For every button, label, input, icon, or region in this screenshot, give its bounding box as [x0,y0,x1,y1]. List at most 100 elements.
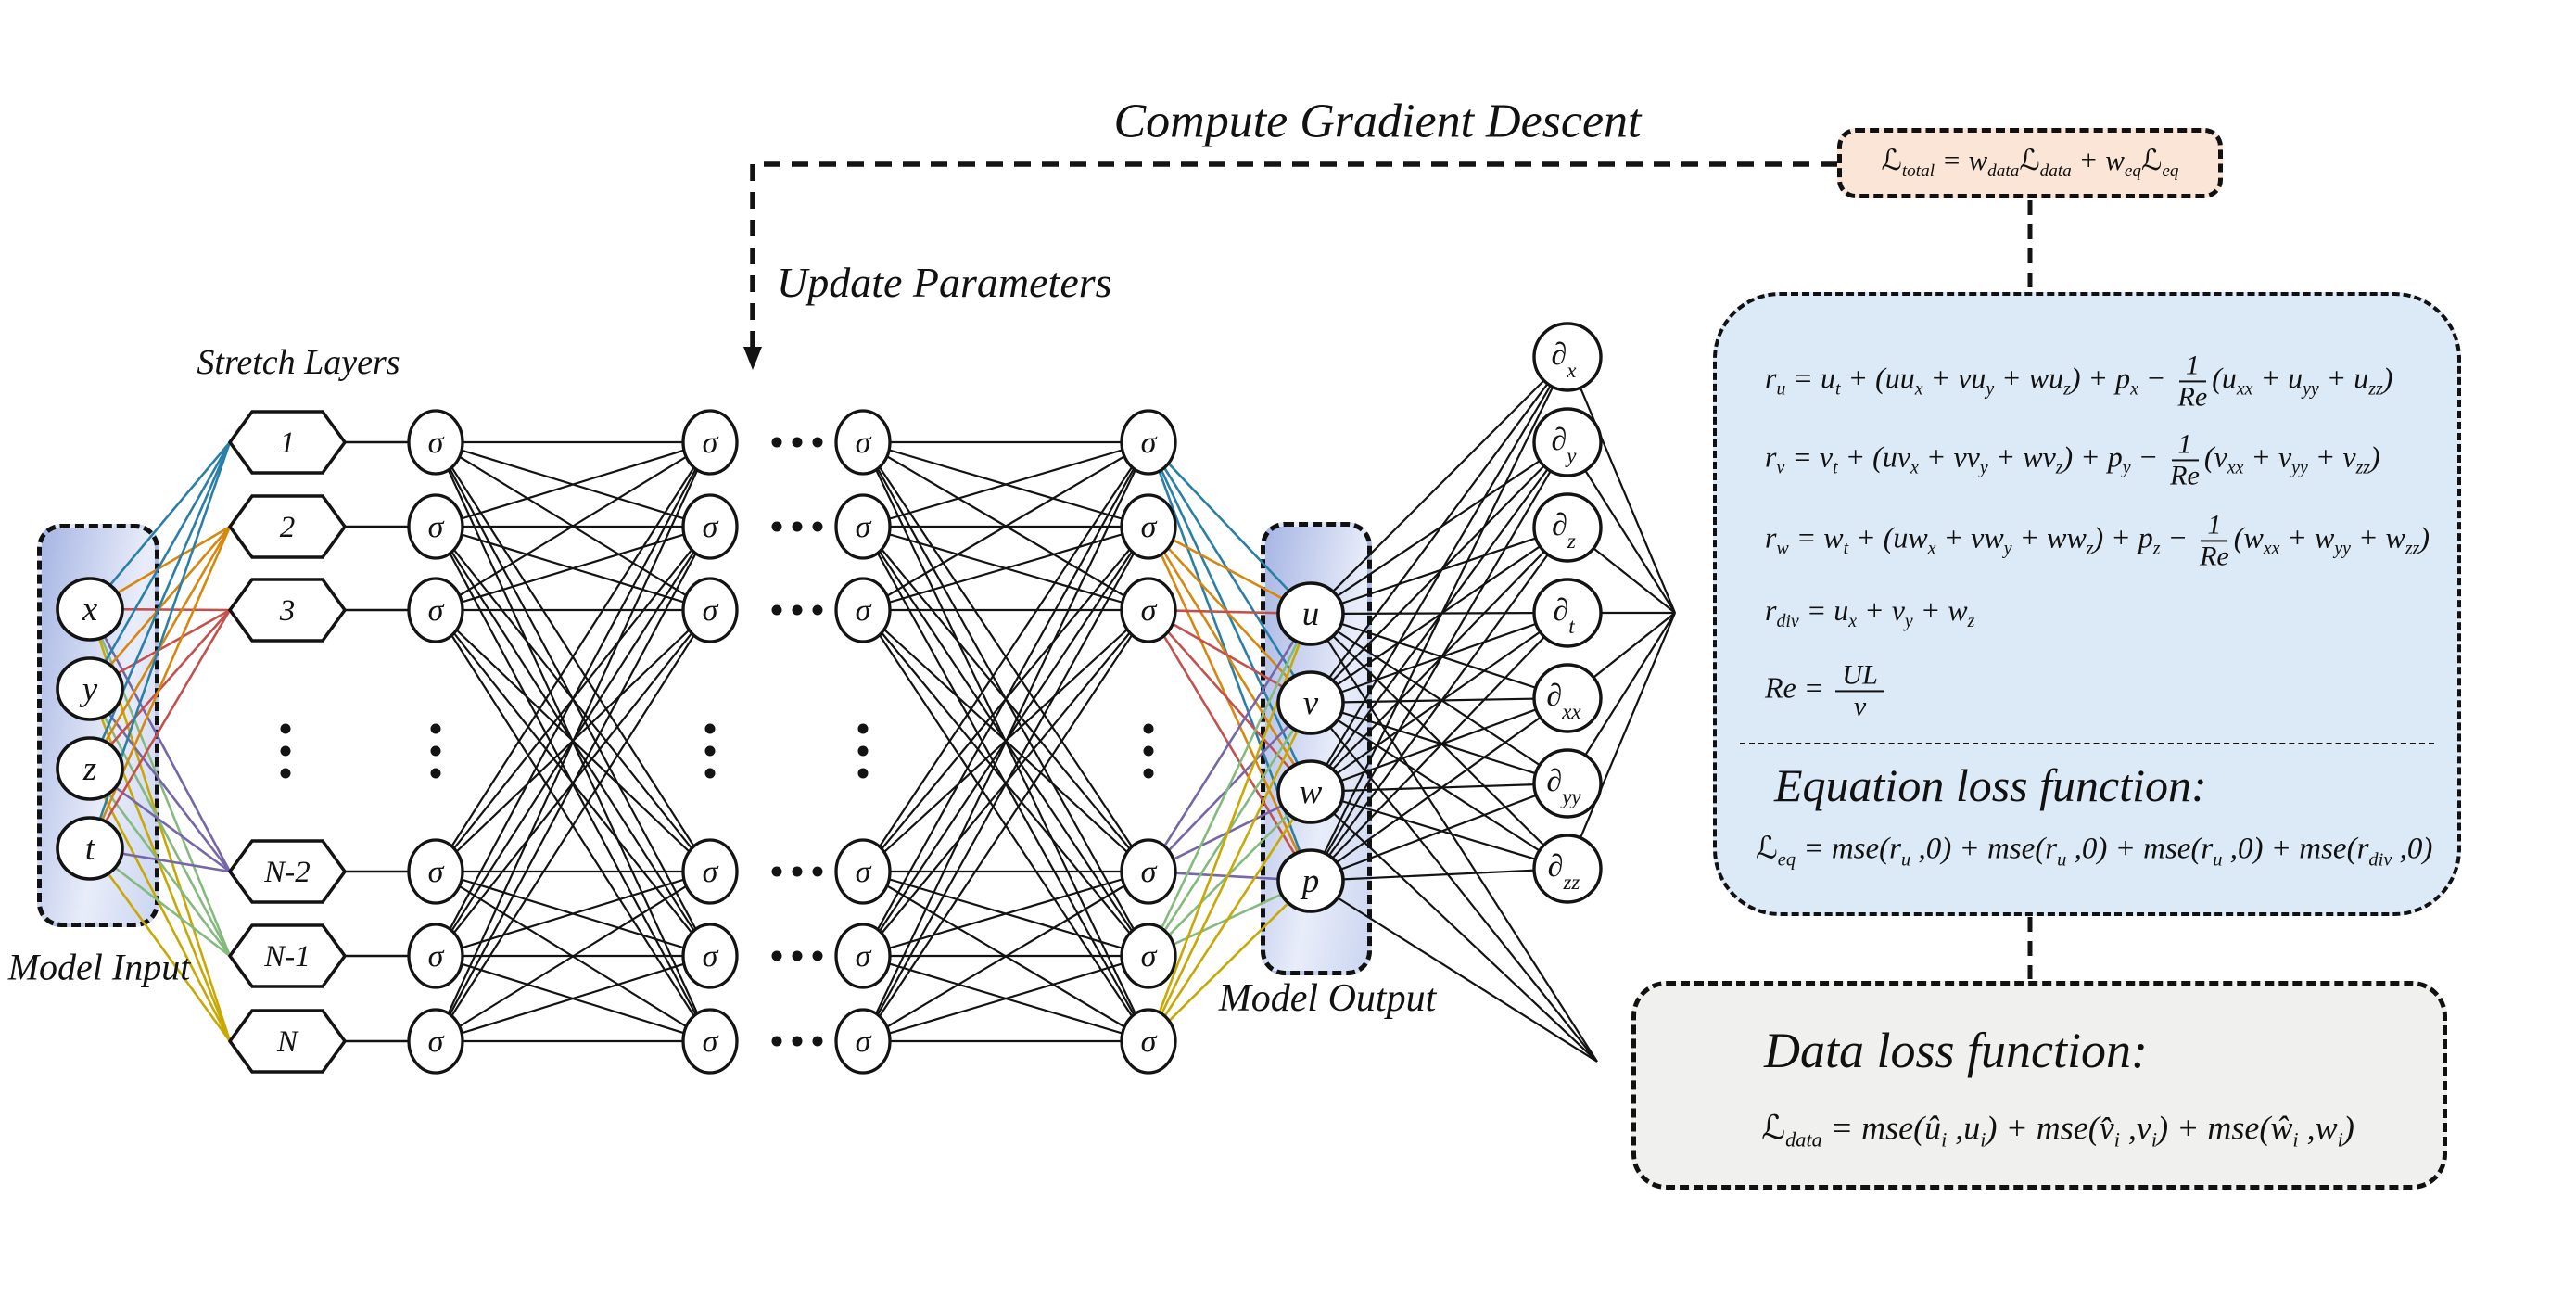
svg-text:u: u [1302,595,1320,633]
equation-loss-heading: Equation loss function: [1774,759,2207,811]
svg-text:σ: σ [703,593,719,628]
svg-text:N-2: N-2 [263,856,311,889]
svg-text:σ: σ [1141,939,1158,974]
svg-text:2: 2 [280,511,296,544]
derivative-node-dz: ∂z [1532,492,1603,563]
activation-node: σ [681,409,739,476]
svg-text:N-1: N-1 [263,940,311,974]
svg-text:σ: σ [703,426,719,460]
hidden-layer-edges-1 [434,440,712,1043]
total-loss-formula: ℒtotal = wdataℒdata + weqℒeq [1881,144,2179,182]
input-nodes: x y z t [56,577,124,881]
svg-text:y: y [79,670,98,708]
activation-node: σ [681,1008,739,1075]
derivative-node-dxx: ∂xx [1532,663,1603,733]
data-loss-formula: ℒdata = mse(ûi ,ui) + mse(v̂i ,vi) + mse… [1761,1109,2354,1152]
output-nodes: uvw p [1276,581,1345,913]
svg-text:σ: σ [703,1024,719,1059]
svg-text:σ: σ [428,855,445,889]
svg-text:σ: σ [428,593,445,628]
svg-text:σ: σ [428,426,445,460]
output-node-w: w [1276,759,1345,824]
input-node-x: x [56,577,124,642]
activation-node: σ [834,577,892,643]
stretch-hexagon-N: N [227,1009,348,1074]
output-node-v: v [1276,670,1345,735]
activation-node: σ [407,577,464,643]
svg-text:p: p [1300,862,1320,900]
svg-text:σ: σ [428,939,445,974]
svg-text:σ: σ [1141,426,1158,460]
activation-node: σ [407,1008,464,1075]
activation-node: σ [1120,493,1177,560]
data-loss-box: Data loss function: ℒdata = mse(ûi ,ui) … [1631,981,2447,1190]
svg-text:N: N [276,1025,299,1059]
residual-div-equation: rdiv = ux + vy + wz [1765,592,1975,632]
svg-text:σ: σ [856,939,872,974]
svg-text:w: w [1300,773,1323,811]
activation-node: σ [1120,923,1177,989]
total-loss-box: ℒtotal = wdataℒdata + weqℒeq [1837,128,2223,198]
output-dataloss-edges [1310,613,1598,1063]
activation-node: σ [407,838,464,905]
stretch-hexagon-3: 3 [227,578,348,643]
activation-node: σ [834,409,892,476]
activation-node: σ [407,409,464,476]
activation-node: σ [1120,409,1177,476]
equation-loss-formula: ℒeq = mse(ru ,0) + mse(ru ,0) + mse(ru ,… [1756,829,2433,871]
svg-text:σ: σ [856,593,872,628]
derivative-node-dx: ∂x [1532,322,1603,392]
update-parameters-arrowhead [743,347,762,370]
svg-text:x: x [82,591,98,629]
output-derivative-edges [1310,356,1568,883]
activation-node: σ [1120,577,1177,643]
svg-text:3: 3 [279,594,296,628]
output-node-p: p [1276,848,1345,913]
stretch-hexagon-1: 1 [227,410,348,475]
svg-text:σ: σ [856,855,872,889]
svg-text:σ: σ [856,1024,872,1059]
activation-node: σ [681,577,739,643]
svg-text:σ: σ [428,1024,445,1059]
svg-text:σ: σ [428,510,445,544]
activation-node: σ [407,493,464,560]
activation-node: σ [834,493,892,560]
derivative-node-dy: ∂y [1532,407,1603,477]
hidden-layer-edges-2 [862,440,1149,1043]
activation-node: σ [1120,1008,1177,1075]
svg-text:t: t [85,830,96,868]
activation-node: σ [681,923,739,989]
stretch-hexagon-N-2: N-2 [227,839,348,904]
derivative-node-dt: ∂t [1532,578,1603,648]
gradient-descent-flow-path [743,161,2033,979]
stretch-layer-nodes: 1 2 3N-2N-1N [227,410,348,1074]
svg-text:1: 1 [280,426,296,460]
svg-text:σ: σ [703,510,719,544]
output-node-u: u [1276,581,1345,646]
input-stretch-edges [88,441,232,1042]
svg-text:σ: σ [1141,855,1158,889]
activation-node: σ [834,1008,892,1075]
derivative-node-dzz: ∂zz [1532,834,1603,904]
activation-node: σ [834,923,892,989]
activation-node: σ [681,838,739,905]
activation-node: σ [834,838,892,905]
activation-node: σ [681,493,739,560]
equation-box-divider [1740,743,2434,744]
svg-text:σ: σ [1141,593,1158,628]
svg-text:σ: σ [1141,1024,1158,1059]
ellipsis-dots [280,437,1154,1047]
svg-text:σ: σ [1141,510,1158,544]
svg-text:σ: σ [856,510,872,544]
activation-node: σ [1120,838,1177,905]
svg-text:z: z [82,750,96,788]
svg-text:σ: σ [703,939,719,974]
